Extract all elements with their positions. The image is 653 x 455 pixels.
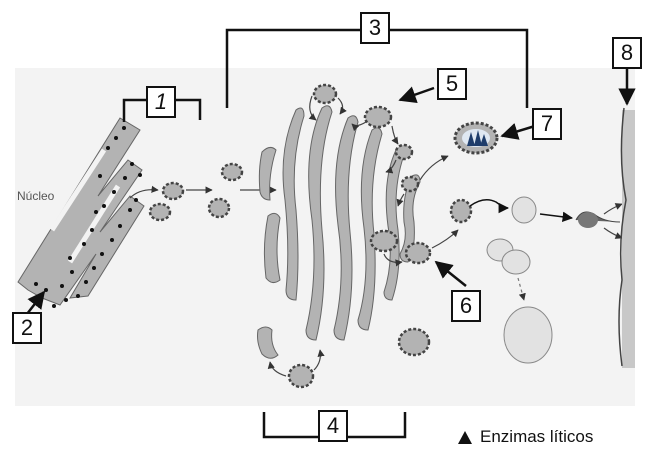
label-4: 4: [318, 410, 348, 442]
nucleus-label: Núcleo: [17, 189, 55, 203]
transport-vesicles-er: [148, 162, 244, 222]
secretory-pathway: [449, 196, 623, 364]
pointer-5: [398, 86, 435, 104]
pointer-2: [26, 290, 46, 315]
triangle-icon: [458, 430, 472, 444]
pointer-7: [500, 123, 536, 140]
plasma-membrane: [618, 107, 635, 368]
golgi-arrows: [267, 95, 459, 377]
pointer-6: [434, 260, 467, 287]
label-8: 8: [612, 37, 642, 69]
legend-text: Enzimas líticos: [480, 427, 594, 446]
golgi-vesicles: [287, 83, 432, 389]
label-2: 2: [12, 312, 42, 344]
label-3: 3: [360, 12, 390, 44]
label-1: 1: [146, 86, 176, 118]
arrow-er-to-vesicle: [129, 185, 159, 199]
ribosomes: [34, 126, 142, 308]
lysosome-with-enzymes: [453, 121, 499, 155]
label-5: 5: [437, 68, 467, 100]
label-pointers: [26, 68, 636, 315]
legend: Enzimas líticos: [458, 427, 593, 447]
label-7: 7: [532, 108, 562, 140]
label-6: 6: [451, 290, 481, 322]
